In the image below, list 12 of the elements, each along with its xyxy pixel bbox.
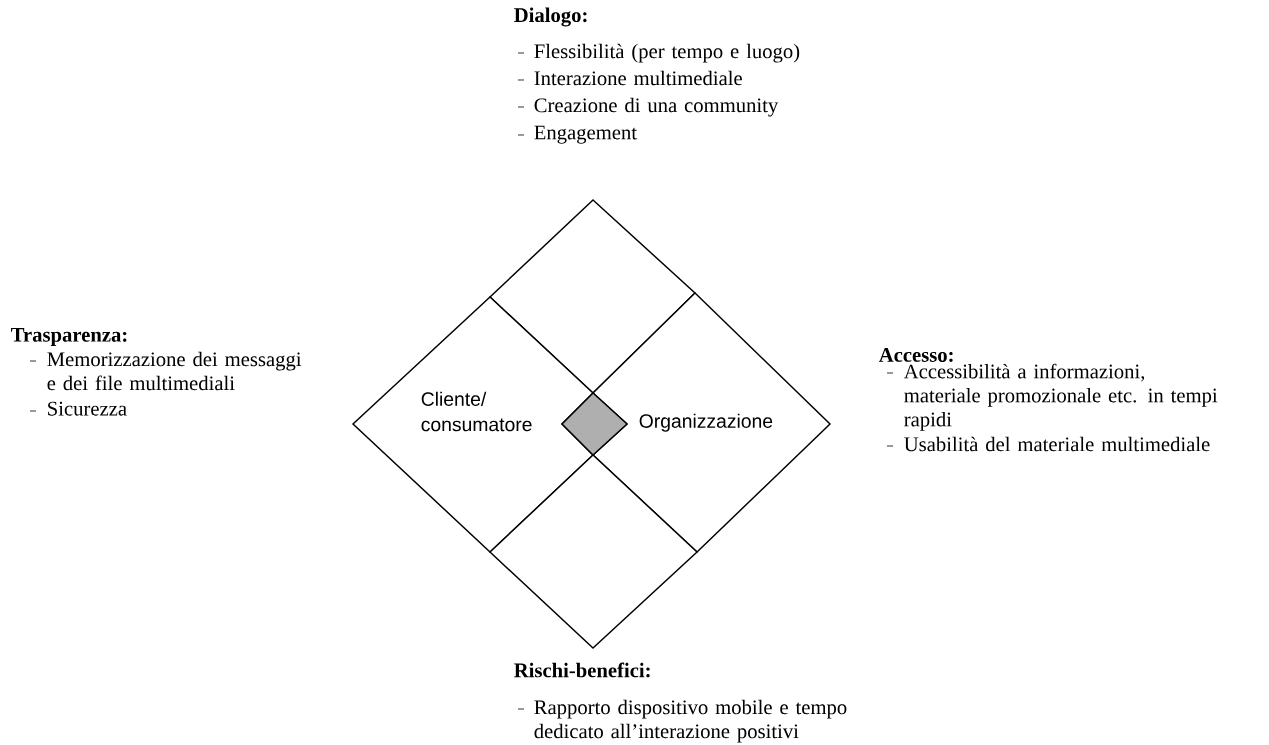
section-heading: Dialogo:: [514, 7, 587, 27]
bullet-text: Interazione multimediale: [534, 70, 742, 86]
bullet-text: Usabilità del materiale multimediale: [904, 436, 1210, 452]
bullet-text: Flessibilità (per tempo e luogo): [534, 43, 800, 63]
bullet-text: Sicurezza: [48, 401, 127, 416]
bullet-text: Memorizzazione dei messaggi e dei file multimediali: [47, 351, 302, 391]
section-heading: Accesso:: [878, 348, 953, 362]
bullet-text: Accessibilità a informazioni, materiale promozionale etc. in tempi rapidi: [903, 363, 1218, 431]
bullet-text: Engagement: [534, 125, 637, 144]
bullet-text: Creazione di una community: [534, 97, 779, 117]
bullet-text: Rapporto dispositivo mobile e tempo dedicato all’interazione positivi: [534, 699, 847, 743]
section-heading: Trasparenza:: [11, 328, 127, 346]
